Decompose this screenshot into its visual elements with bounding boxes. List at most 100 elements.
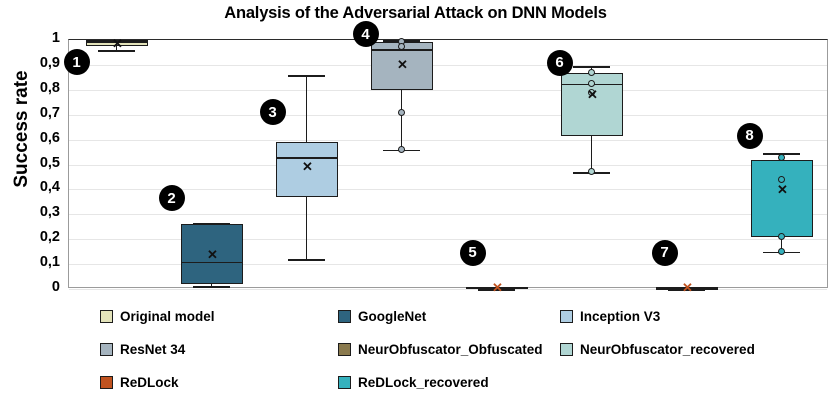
legend-label: NeurObfuscator_Obfuscated [358, 342, 543, 357]
box-iqr [85, 40, 148, 47]
y-tick-label: 0,1 [39, 254, 60, 271]
mean-marker: ✕ [397, 57, 408, 73]
chart-title: Analysis of the Adversarial Attack on DN… [224, 4, 607, 22]
y-tick-label: 0,5 [39, 154, 60, 171]
cap-lower [667, 289, 706, 291]
y-tick-label: 0,2 [39, 229, 60, 246]
gridline [69, 239, 827, 241]
data-point [398, 146, 405, 154]
box-iqr [275, 142, 338, 197]
box-iqr [560, 72, 623, 136]
cap-lower [477, 289, 516, 291]
y-tick-label: 0,4 [39, 179, 60, 196]
data-point [588, 88, 595, 96]
box-plot: ✕ [69, 40, 829, 289]
y-tick-label: 0,3 [39, 204, 60, 221]
mean-marker: ✕ [587, 87, 598, 103]
box-badge-7: 7 [651, 239, 678, 266]
legend-label: ResNet 34 [120, 342, 186, 357]
data-point [588, 80, 595, 88]
box-badge-4: 4 [352, 21, 379, 48]
box-badge-5: 5 [459, 239, 486, 266]
median-line [180, 261, 243, 264]
whisker-lower [115, 46, 118, 51]
box-iqr [180, 224, 243, 284]
mean-marker: ✕ [112, 36, 123, 52]
gridline [69, 139, 827, 141]
legend-item[interactable]: ReDLock [100, 375, 179, 390]
gridline [69, 214, 827, 216]
legend-item[interactable]: ResNet 34 [100, 342, 185, 357]
y-tick-label: 0,8 [39, 79, 60, 96]
cap-lower [287, 259, 326, 261]
box-plot: ✕ [69, 36, 829, 289]
cap-lower [97, 50, 136, 53]
legend-item[interactable]: ReDLock_recovered [338, 375, 489, 390]
legend-item[interactable]: NeurObfuscator_recovered [560, 342, 755, 357]
box-badge-3: 3 [259, 99, 286, 126]
legend-swatch [338, 310, 351, 323]
box-badge-2: 2 [158, 185, 185, 212]
cap-upper [287, 74, 326, 77]
data-point [398, 108, 405, 116]
whisker-lower [780, 236, 783, 252]
box-badge-8: 8 [736, 122, 763, 149]
legend-item[interactable]: GoogleNet [338, 309, 426, 324]
legend-swatch [100, 376, 113, 389]
data-point [588, 168, 595, 176]
chart-legend: Original model GoogleNet Inception V3 ResNe… [68, 303, 828, 408]
mean-marker: ✕ [777, 181, 788, 197]
data-point [778, 153, 785, 161]
legend-label: ReDLock_recovered [358, 375, 489, 390]
legend-label: Inception V3 [580, 309, 661, 324]
legend-swatch [100, 343, 113, 356]
box-plot: ✕ [69, 40, 829, 289]
box-plot: ✕ [69, 40, 829, 289]
legend-label: Original model [120, 309, 215, 324]
y-tick-label: 0,9 [39, 54, 60, 71]
y-tick-label: 1 [51, 30, 60, 46]
whisker-lower [305, 196, 308, 260]
y-tick-label: 0,7 [39, 104, 60, 121]
cap-upper [572, 66, 611, 68]
gridline [69, 89, 827, 91]
y-tick-label: 0 [51, 279, 60, 295]
box-plot: ✕ [69, 40, 829, 294]
legend-label: GoogleNet [358, 309, 427, 324]
mean-marker: ✕ [302, 159, 313, 175]
legend-swatch [338, 376, 351, 389]
box-plot: ✕ [69, 40, 829, 289]
whisker-lower [210, 284, 213, 286]
box-plot: ✕ [69, 37, 829, 289]
data-point [778, 175, 785, 183]
legend-label: ReDLock [120, 375, 179, 390]
legend-item[interactable]: Original model [100, 309, 215, 324]
legend-swatch [560, 343, 573, 356]
gridline [69, 164, 827, 166]
cap-upper [192, 223, 231, 225]
data-point [398, 42, 405, 50]
whisker-lower [400, 89, 403, 150]
box-iqr [750, 159, 813, 237]
median-line [85, 41, 148, 44]
gridline [69, 264, 827, 266]
median-line [655, 287, 718, 290]
mean-marker: ✕ [207, 246, 218, 262]
legend-item[interactable]: NeurObfuscator_Obfuscated [338, 342, 543, 357]
legend-row: ReDLock ReDLock_recovered [68, 369, 828, 399]
legend-swatch [338, 343, 351, 356]
data-point [588, 69, 595, 77]
legend-item[interactable]: Inception V3 [560, 309, 660, 324]
gridline [69, 64, 827, 66]
legend-swatch [560, 310, 573, 323]
legend-row: ResNet 34 NeurObfuscator_Obfuscated NeurOb… [68, 336, 828, 366]
mean-marker: ✕ [682, 280, 693, 296]
plot-area: ✕✕✕✕✕✕✕✕ [68, 36, 829, 294]
whisker-upper [305, 74, 308, 143]
box-badge-6: 6 [546, 49, 573, 76]
legend-swatch [100, 310, 113, 323]
gridline [69, 189, 827, 191]
gridline [69, 114, 827, 116]
